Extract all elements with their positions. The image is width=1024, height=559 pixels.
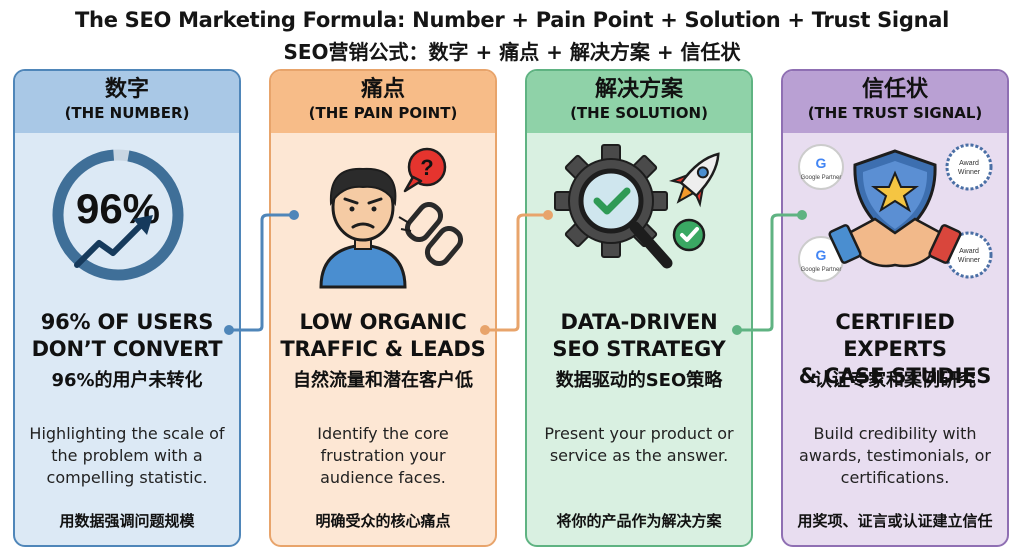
svg-text:Winner: Winner: [958, 257, 981, 264]
card-label-cn: 痛点: [360, 77, 405, 102]
card-label-en: (THE NUMBER): [64, 104, 190, 122]
card-label-cn: 数字: [104, 77, 149, 102]
card-description: Present your product or service as the a…: [544, 424, 734, 465]
card-description: Build credibility with awards, testimoni…: [799, 424, 991, 487]
svg-text:?: ?: [420, 155, 433, 180]
award-winner-badge-icon: Award Winner: [945, 143, 993, 191]
card-label-cn: 信任状: [861, 77, 928, 102]
card-label-en: (THE SOLUTION): [570, 104, 708, 122]
card-header: 信任状 (THE TRUST SIGNAL): [783, 71, 1007, 133]
connector-number-to-pain: [229, 213, 294, 332]
svg-text:Google Partner: Google Partner: [801, 175, 842, 181]
card-headline-cn: 认证专家和案例研究: [814, 370, 976, 391]
card-headline: LOW ORGANIC TRAFFIC & LEADS: [280, 310, 486, 361]
svg-text:Winner: Winner: [958, 169, 981, 176]
card-solution: 解决方案 (THE SOLUTION): [525, 69, 753, 547]
card-label-cn: 解决方案: [594, 77, 683, 102]
card-label-en: (THE PAIN POINT): [308, 104, 458, 122]
page-title: The SEO Marketing Formula: Number + Pain…: [75, 8, 949, 32]
connector-pain-to-solution: [485, 213, 548, 332]
card-description: Identify the core frustration your audie…: [317, 424, 449, 487]
percentage-ring-growth-arrow-icon: 96%: [15, 137, 239, 297]
card-headline: 96% OF USERS DON’T CONVERT: [31, 310, 223, 361]
svg-text:Google Partner: Google Partner: [801, 267, 842, 273]
card-headline-cn: 自然流量和潜在客户低: [293, 370, 473, 391]
google-partner-badge-icon: G Google Partner: [798, 144, 844, 190]
card-description-cn: 用奖项、证言或认证建立信任: [797, 512, 993, 530]
card-description-cn: 将你的产品作为解决方案: [556, 512, 722, 530]
connector-solution-to-trust: [737, 213, 802, 332]
card-description: Highlighting the scale of the problem wi…: [29, 424, 225, 487]
gear-magnifier-rocket-icon: [527, 137, 751, 297]
card-header: 解决方案 (THE SOLUTION): [527, 71, 751, 133]
card-trust-signal: 信任状 (THE TRUST SIGNAL) G Google Partner …: [781, 69, 1009, 547]
svg-text:G: G: [816, 155, 827, 171]
card-description-cn: 用数据强调问题规模: [59, 512, 195, 530]
page-subtitle-cn: SEO营销公式：数字 + 痛点 + 解决方案 + 信任状: [283, 40, 741, 64]
card-pain-point: 痛点 (THE PAIN POINT) ?: [269, 69, 497, 547]
card-number: 数字 (THE NUMBER) 96% 96% OF USERS DON’T C…: [13, 69, 241, 547]
card-description-cn: 明确受众的核心痛点: [315, 512, 451, 530]
award-winner-badge-icon: Award Winner: [945, 231, 993, 279]
svg-text:G: G: [816, 247, 827, 263]
svg-text:Award: Award: [959, 248, 979, 255]
card-headline: CERTIFIED EXPERTS & CASE STUDIES: [798, 310, 992, 388]
card-header: 痛点 (THE PAIN POINT): [271, 71, 495, 133]
card-header: 数字 (THE NUMBER): [15, 71, 239, 133]
frustrated-person-broken-chain-icon: ?: [271, 137, 495, 297]
card-headline-cn: 96%的用户未转化: [51, 370, 203, 391]
card-headline-cn: 数据驱动的SEO策略: [555, 370, 723, 391]
card-headline: DATA-DRIVEN SEO STRATEGY: [552, 310, 726, 361]
card-label-en: (THE TRUST SIGNAL): [807, 104, 983, 122]
svg-text:Award: Award: [959, 160, 979, 167]
shield-star-handshake-icon: G Google Partner Award Winner G Google P…: [783, 137, 1007, 297]
